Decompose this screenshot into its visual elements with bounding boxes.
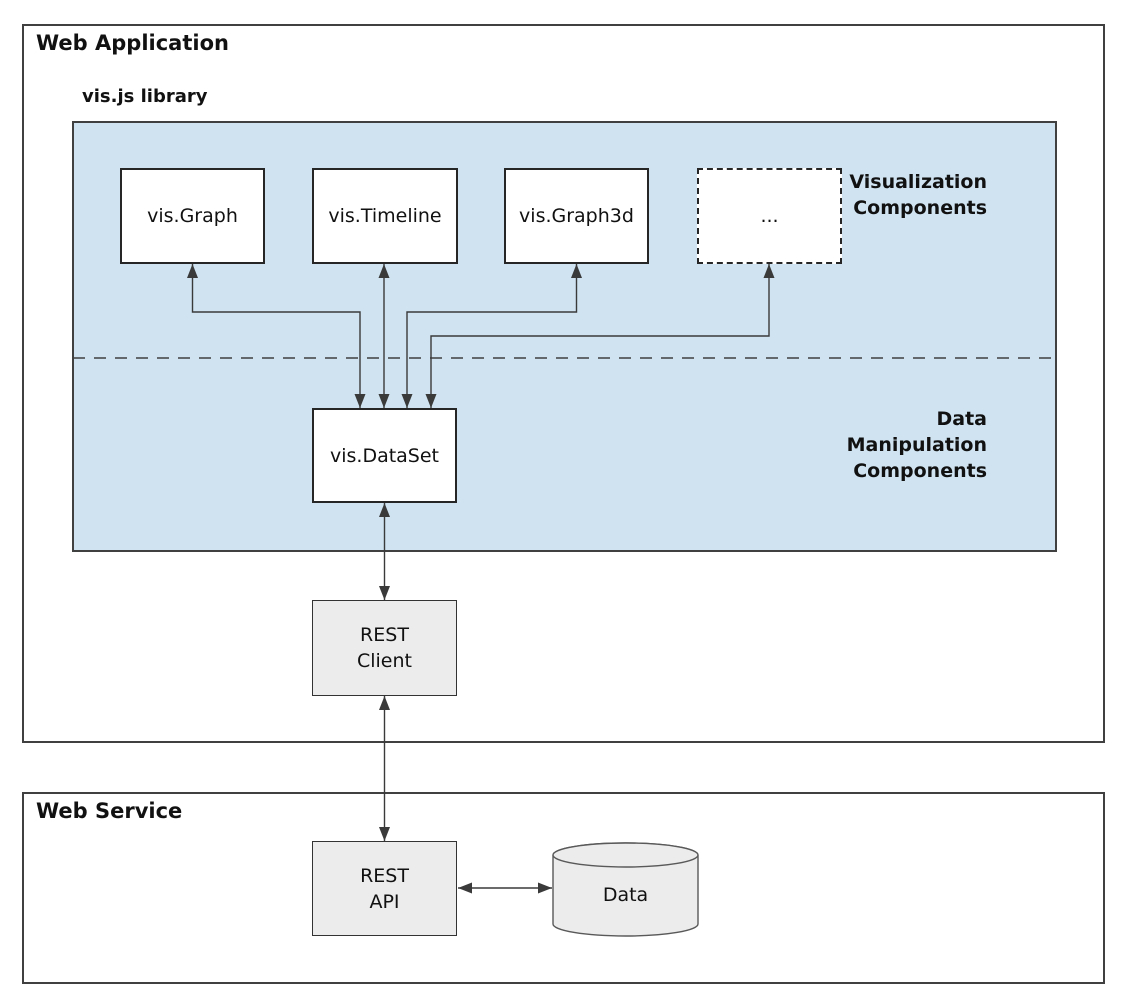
visualization-components-label: Visualization Components — [849, 171, 987, 219]
node-data-store-label: Data — [553, 850, 698, 940]
node-more-components: ... — [697, 168, 842, 264]
web-service-title: Web Service — [36, 799, 183, 823]
node-vis-dataset: vis.DataSet — [312, 408, 457, 503]
node-vis-timeline: vis.Timeline — [312, 168, 458, 264]
data-store-text: Data — [602, 884, 649, 906]
visjs-library-title: vis.js library — [82, 86, 208, 107]
node-rest-client-label: REST Client — [356, 624, 412, 672]
node-rest-api-label: REST API — [360, 864, 409, 913]
node-vis-timeline-label: vis.Timeline — [328, 205, 442, 227]
node-vis-graph3d: vis.Graph3d — [504, 168, 649, 264]
node-more-components-label: ... — [760, 205, 779, 227]
node-rest-api: REST API — [312, 841, 457, 936]
node-rest-client: REST Client — [312, 600, 457, 696]
node-vis-graph-label: vis.Graph — [147, 205, 238, 227]
node-vis-dataset-label: vis.DataSet — [329, 444, 440, 467]
node-vis-graph: vis.Graph — [120, 168, 265, 264]
data-manipulation-components-label: Data Manipulation Components — [846, 408, 987, 482]
web-application-title: Web Application — [36, 31, 229, 55]
node-vis-graph3d-label: vis.Graph3d — [519, 205, 634, 227]
